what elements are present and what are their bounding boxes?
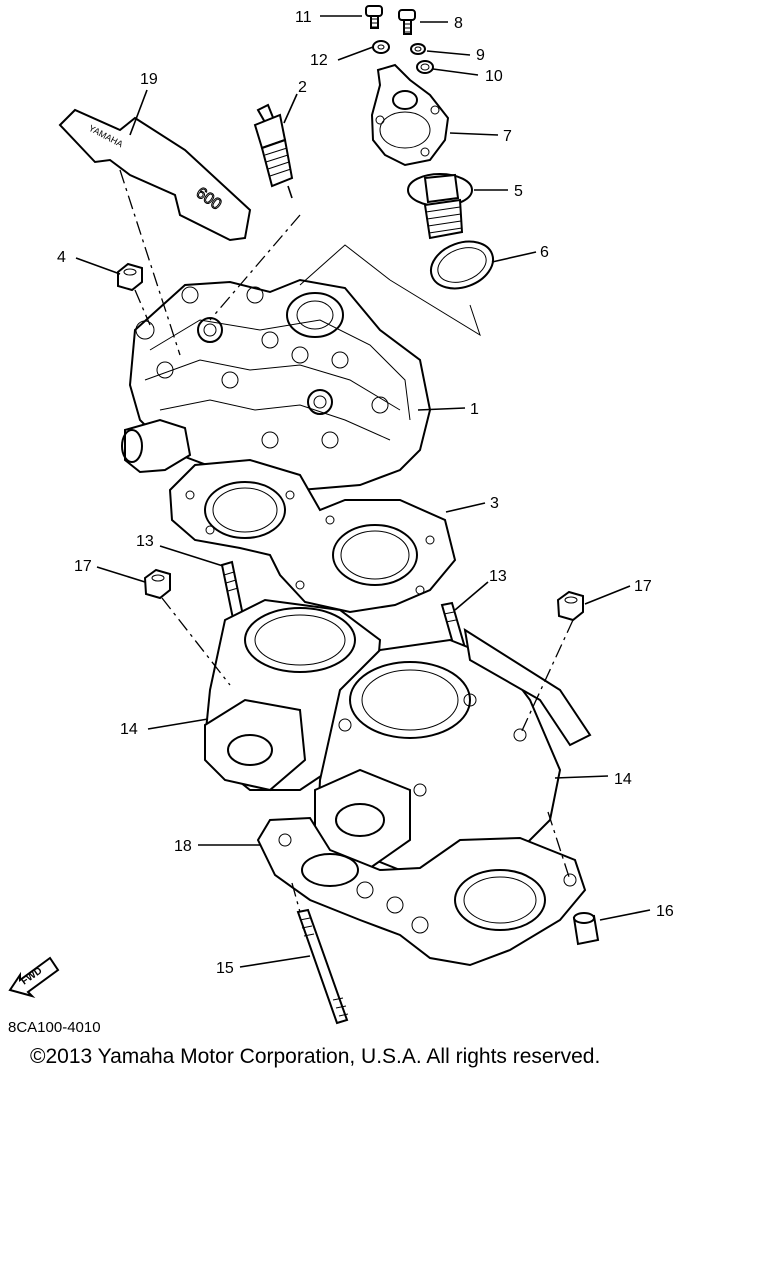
callout-14-right: 14 <box>614 771 632 788</box>
callout-17-right: 17 <box>634 578 652 595</box>
forward-arrow-icon: FWD <box>8 956 60 998</box>
cylinder-head-part-1 <box>121 278 432 492</box>
gasket-ring-part-6 <box>430 240 494 290</box>
callout-9: 9 <box>476 47 485 64</box>
bolt-part-8 <box>398 9 416 35</box>
stud-part-15 <box>296 908 349 1025</box>
callout-5: 5 <box>514 183 523 200</box>
callout-18: 18 <box>174 838 192 855</box>
head-gasket-part-3 <box>168 458 457 614</box>
callout-7: 7 <box>503 128 512 145</box>
callout-17-left: 17 <box>74 558 92 575</box>
washer-part-9 <box>410 43 426 55</box>
dowel-pin-part-16 <box>572 912 600 946</box>
emblem-plate-part-19: YAMAHA 600 <box>58 108 252 242</box>
callout-1: 1 <box>470 401 479 418</box>
callout-12: 12 <box>310 52 328 69</box>
callout-13-left: 13 <box>136 533 154 550</box>
callout-6: 6 <box>540 244 549 261</box>
nut-part-17-right <box>556 590 584 622</box>
copyright-text: ©2013 Yamaha Motor Corporation, U.S.A. A… <box>30 1045 601 1068</box>
callout-11: 11 <box>295 9 312 26</box>
spark-plug-part-2 <box>253 103 294 199</box>
callout-3: 3 <box>490 495 499 512</box>
thermostat-cover-part-7 <box>370 63 450 167</box>
callout-2: 2 <box>298 79 307 96</box>
leader-lines <box>75 15 651 968</box>
callout-13-right: 13 <box>489 568 507 585</box>
callout-14-left: 14 <box>120 721 138 738</box>
assembly-lines <box>119 169 574 913</box>
callout-8: 8 <box>454 15 463 32</box>
callout-labels: 11 8 12 9 10 19 2 7 5 6 4 1 3 13 17 13 1… <box>57 9 674 977</box>
thermostat-part-5 <box>407 173 473 240</box>
diagram-code: 8CA100-4010 <box>8 1019 101 1036</box>
callout-19: 19 <box>140 71 158 88</box>
callout-4: 4 <box>57 249 66 266</box>
callout-16: 16 <box>656 903 674 920</box>
washer-part-12 <box>372 40 390 54</box>
nut-part-17-left <box>143 568 171 600</box>
o-ring-part-10 <box>416 60 434 74</box>
base-gasket-part-18 <box>256 816 587 967</box>
callout-10: 10 <box>485 68 503 85</box>
nut-part-4 <box>117 262 143 292</box>
callout-15: 15 <box>216 960 234 977</box>
bolt-part-11 <box>365 5 383 29</box>
exploded-parts-diagram: YAMAHA 600 <box>8 5 674 1025</box>
